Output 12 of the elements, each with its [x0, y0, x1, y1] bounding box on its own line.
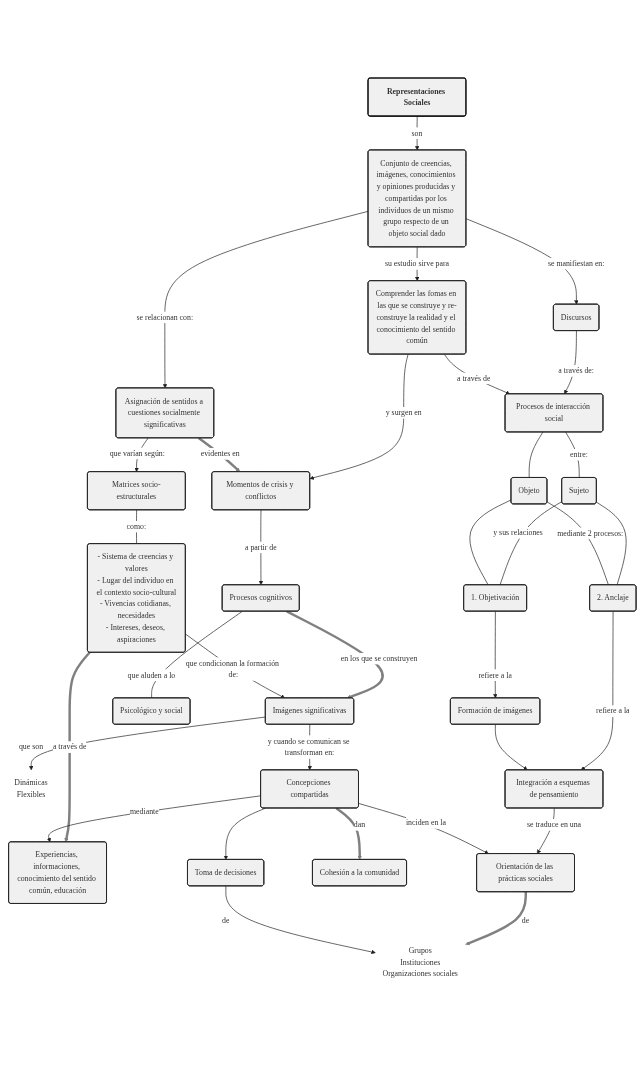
- connector: [565, 431, 580, 478]
- arrow: [64, 651, 91, 843]
- arrow: [286, 610, 384, 699]
- connector: [151, 611, 243, 699]
- connector: [499, 501, 563, 586]
- arrow: [197, 437, 241, 472]
- connector: [528, 431, 544, 478]
- connector: [596, 501, 627, 586]
- connector: [469, 499, 512, 586]
- arrow: [335, 807, 362, 860]
- arrow: [465, 891, 527, 946]
- connector: [136, 509, 137, 545]
